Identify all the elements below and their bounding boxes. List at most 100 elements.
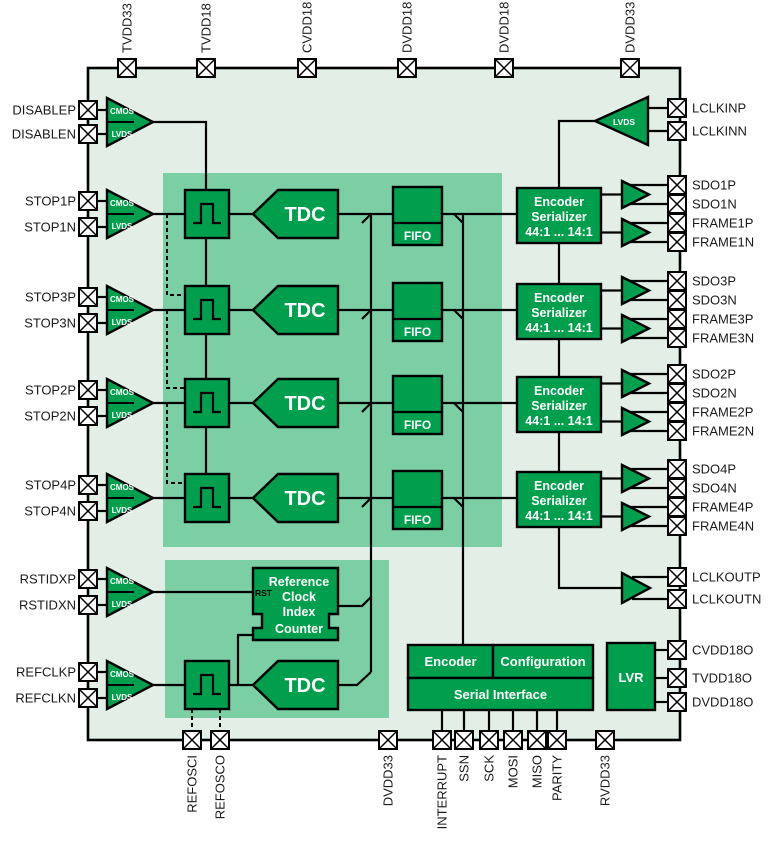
serial-interface-label: Serial Interface (454, 687, 547, 702)
fifo-block (391, 185, 444, 247)
buffer-label: LVDS (112, 130, 133, 139)
buffer-label: LVDS (112, 693, 133, 702)
pin-stop1p (78, 191, 98, 211)
buffer-label: CMOS (110, 483, 135, 492)
fifo-block (391, 281, 444, 343)
buffer-label: CMOS (110, 199, 135, 208)
pin-stop2n (78, 406, 98, 426)
pin-labels: TVDD33 TVDD18 CVDD18 DVDD18 DVDD18 DVDD3… (12, 2, 762, 830)
lclkin-buffer (592, 95, 650, 147)
pulse-shaper-block (183, 188, 231, 240)
reference-section: RST Reference Clock Index Counter TDC (183, 566, 340, 711)
encoder-serializer-block (515, 470, 603, 529)
pin-refclkn (78, 688, 98, 708)
pin-stop2p (78, 380, 98, 400)
pin-label: DVDD33 (381, 755, 396, 806)
pin-label: LCLKINP (692, 101, 746, 116)
tdc-label: TDC (284, 675, 325, 697)
tdc-label: TDC (284, 204, 325, 226)
buffer-label: CMOS (110, 388, 135, 397)
encoder-block (406, 643, 495, 680)
pulse-shaper-block (183, 284, 231, 336)
pin-label: STOP1N (24, 220, 76, 235)
pin-label: SDO2P (692, 367, 736, 382)
pin-label: SCK (482, 755, 497, 782)
encoder-serializer-label: Serializer (531, 210, 587, 224)
pin-frame3p (667, 309, 687, 329)
pin-sdo3n (667, 290, 687, 310)
encoder-serializer-label: 44:1 ... 14:1 (525, 225, 592, 239)
pin-label: SDO4N (692, 481, 737, 496)
pin-frame1n (667, 232, 687, 252)
reference-clock-index-counter-block (251, 566, 340, 642)
pin-label: MOSI (506, 755, 521, 788)
buffer-label: LVDS (112, 222, 133, 231)
configuration-label: Configuration (500, 654, 585, 669)
encoder-serializer-label: Encoder (534, 384, 584, 398)
lclkin-lvds-label: LVDS (613, 117, 635, 127)
pin-label: FRAME4P (692, 500, 753, 515)
pin-dvdd18-1 (397, 58, 417, 78)
channel-row-1: TDC FIFO Encoder Serializer 44:1 ... 14:… (183, 179, 651, 248)
encoder-serializer-label: Serializer (531, 306, 587, 320)
pin-sdo1n (667, 194, 687, 214)
serial-interface-block (406, 676, 595, 712)
channel-row-4: TDC FIFO Encoder Serializer 44:1 ... 14:… (183, 463, 651, 532)
pin-label: STOP3N (24, 316, 76, 331)
pin-rvdd33 (595, 730, 615, 750)
pin-label: CVDD18 (300, 2, 315, 53)
pin-ssn (454, 730, 474, 750)
pin-rstidxn (78, 595, 98, 615)
pin-label: SDO3N (692, 293, 737, 308)
pin-stop4n (78, 501, 98, 521)
pin-sdo3p (667, 271, 687, 291)
buffer-label: LVDS (112, 411, 133, 420)
buffer-label: LVDS (112, 506, 133, 515)
serial-section: Encoder Configuration Serial Interface L… (406, 641, 657, 712)
channel-row-2: TDC FIFO Encoder Serializer 44:1 ... 14:… (183, 368, 651, 437)
pin-label: FRAME2P (692, 405, 753, 420)
pin-sck (479, 730, 499, 750)
pin-label: TVDD18 (199, 3, 214, 53)
pin-interrupt (432, 730, 452, 750)
pin-refosco (210, 730, 230, 750)
buffer-label: CMOS (110, 107, 135, 116)
fifo-label: FIFO (404, 418, 431, 432)
pin-frame2p (667, 402, 687, 422)
pin-label: DISABLEN (12, 127, 76, 142)
pin-label: FRAME1P (692, 216, 753, 231)
tdc-label: TDC (284, 488, 325, 510)
pin-label: LCLKOUTN (692, 592, 761, 607)
pin-lclkoutn (667, 589, 687, 609)
pin-sdo2p (667, 364, 687, 384)
pin-mosi (503, 730, 523, 750)
tdc-block (251, 188, 340, 240)
pin-label: LCLKINN (692, 124, 747, 139)
pin-label: FRAME1N (692, 235, 754, 250)
pin-label: RSTIDXP (20, 572, 76, 587)
encoder-label: Encoder (424, 654, 476, 669)
pulse-shaper-block (183, 377, 231, 429)
lclkout-buffer (620, 570, 653, 606)
pin-label: TVDD18O (692, 671, 752, 686)
fifo-label: FIFO (404, 325, 431, 339)
encoder-serializer-label: Encoder (534, 479, 584, 493)
counter-label: Index (283, 605, 316, 619)
pin-tvdd18 (196, 58, 216, 78)
counter-label: Reference (269, 575, 329, 589)
pin-label: SDO1N (692, 197, 737, 212)
counter-label: Clock (282, 590, 316, 604)
encoder-serializer-label: Serializer (531, 399, 587, 413)
tdc-label: TDC (284, 393, 325, 415)
pin-label: REFCLKN (15, 691, 76, 706)
pin-cvdd18o (667, 640, 687, 660)
buffer-label: CMOS (110, 577, 135, 586)
input-buffers: CMOS LVDS CMOS LVDS CMOS LVDS CMOS LVDS … (105, 96, 155, 711)
fifo-label: FIFO (404, 513, 431, 527)
pin-sdo4n (667, 478, 687, 498)
lvr-label: LVR (618, 670, 644, 685)
pin-label: STOP1P (25, 194, 76, 209)
pin-label: RVDD33 (598, 755, 613, 806)
pin-parity (547, 730, 567, 750)
